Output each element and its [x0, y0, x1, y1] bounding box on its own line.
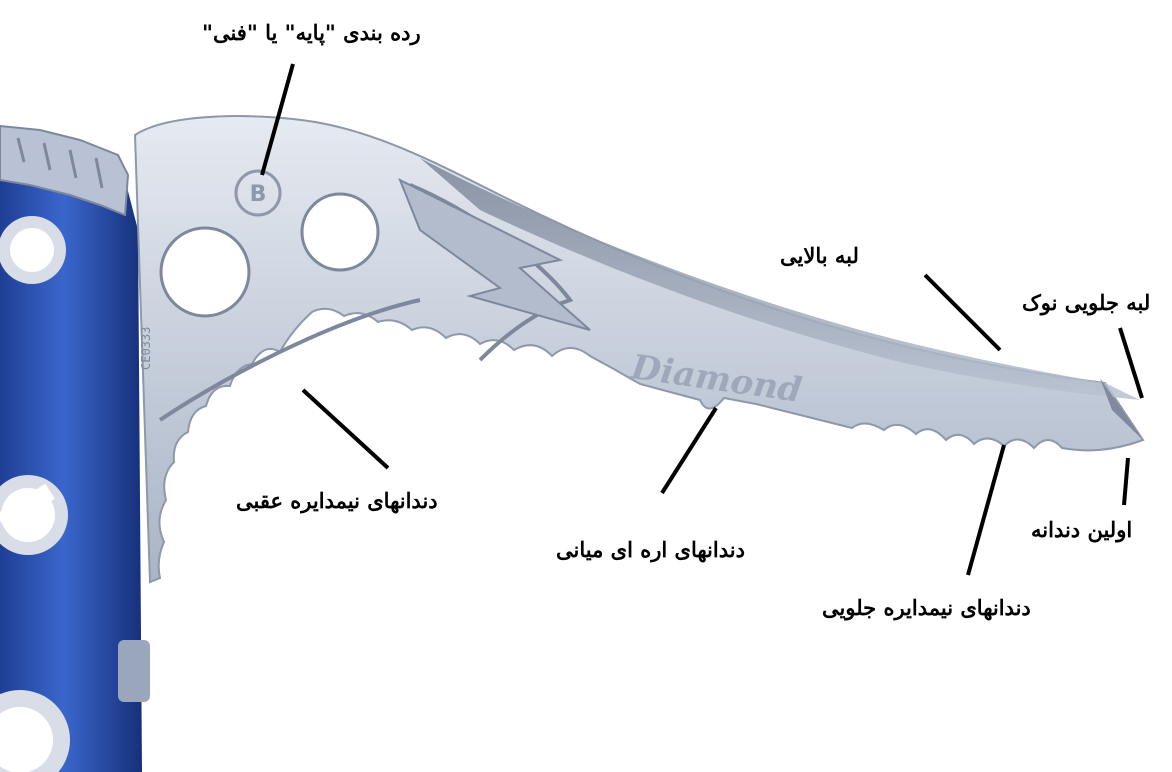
label-front-semicircular-teeth: دندانهای نیمدایره جلویی — [822, 597, 1031, 618]
label-rear-semicircular-teeth: دندانهای نیمدایره عقبی — [236, 490, 438, 511]
leader-first-tooth — [1124, 458, 1128, 505]
pick-hole-left — [161, 228, 249, 316]
label-top-edge: لبه بالایی — [780, 245, 859, 266]
leader-rear-semicircular-teeth — [303, 390, 388, 468]
serial-text: CE0333 — [139, 327, 153, 370]
leader-top-edge — [925, 275, 1000, 350]
shaft-hole-upper — [0, 216, 66, 284]
leader-middle-saw-teeth — [662, 408, 716, 493]
label-tip-front-edge: لبه جلویی نوک — [1022, 292, 1150, 313]
label-middle-saw-teeth: دندانهای اره ای میانی — [556, 539, 745, 560]
pick-hole-right — [302, 194, 378, 270]
b-grade-emblem-letter: B — [250, 182, 267, 207]
axe-shaft — [0, 126, 150, 772]
label-first-tooth: اولین دندانه — [1031, 519, 1132, 540]
leader-front-semicircular-teeth — [968, 445, 1004, 575]
leader-tip-front-edge — [1120, 328, 1142, 398]
label-grade-rating: رده بندی "پایه" یا "فنی" — [202, 22, 421, 43]
